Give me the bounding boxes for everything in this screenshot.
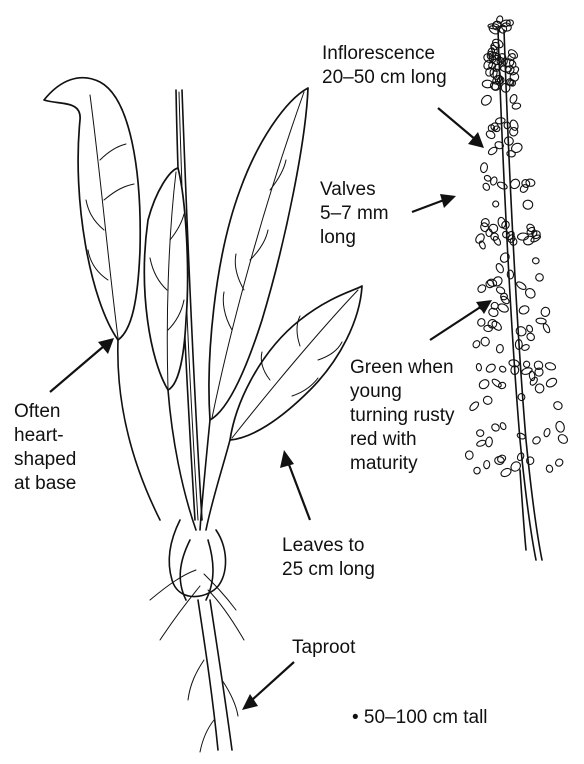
- valve-mark: [545, 362, 557, 371]
- valve-mark: [492, 235, 502, 246]
- valve-mark: [552, 400, 563, 411]
- valve-mark: [507, 48, 519, 60]
- valve-mark: [516, 432, 526, 440]
- valve-mark: [492, 201, 499, 208]
- valve-mark: [518, 304, 530, 315]
- valve-mark: [517, 393, 526, 402]
- valve-mark: [555, 420, 566, 433]
- valve-mark: [498, 365, 506, 373]
- valve-mark: [476, 363, 482, 371]
- valve-mark: [557, 433, 570, 445]
- valve-mark: [519, 183, 530, 194]
- valve-mark: [509, 127, 519, 137]
- valve-mark: [522, 360, 530, 368]
- valve-mark: [478, 378, 491, 391]
- valve-mark: [498, 382, 506, 390]
- valve-mark: [495, 456, 505, 464]
- valve-mark: [465, 451, 473, 460]
- valve-mark: [495, 286, 506, 296]
- valve-mark: [515, 325, 528, 337]
- valve-mark: [525, 324, 533, 333]
- valve-mark: [499, 422, 507, 431]
- valve-mark: [490, 422, 500, 432]
- valve-mark: [483, 460, 490, 469]
- valve-mark: [480, 93, 494, 107]
- valve-mark: [542, 323, 551, 334]
- valve-mark: [545, 377, 558, 389]
- valve-mark: [515, 280, 527, 291]
- valve-mark: [491, 19, 503, 31]
- valve-mark: [535, 273, 544, 282]
- valve-mark: [496, 454, 507, 464]
- valve-mark: [480, 336, 490, 346]
- heart-shaped-label: Often heart- shaped at base: [14, 400, 76, 496]
- valve-mark: [482, 182, 491, 191]
- inflorescence-label: Inflorescence 20–50 cm long: [322, 42, 447, 90]
- taproot-label: Taproot: [292, 636, 355, 660]
- valve-mark: [476, 429, 484, 436]
- valve-mark: [532, 257, 539, 264]
- valve-mark: [473, 466, 481, 474]
- valve-mark: [516, 452, 525, 462]
- taproot: [198, 600, 218, 750]
- valve-mark: [545, 464, 553, 473]
- valves-label: Valves 5–7 mm long: [320, 178, 389, 250]
- valve-mark: [486, 318, 498, 330]
- valve-mark: [535, 384, 544, 393]
- valve-mark: [480, 162, 488, 173]
- valve-mark: [507, 150, 516, 157]
- valve-mark: [525, 332, 535, 342]
- valve-mark: [523, 200, 533, 209]
- valve-mark: [543, 428, 551, 438]
- valve-mark: [554, 458, 564, 468]
- inflorescence-illustration: [465, 15, 569, 560]
- color-label: Green when young turning rusty red with …: [350, 356, 455, 476]
- valve-mark: [499, 251, 511, 264]
- valve-mark: [495, 262, 505, 274]
- valve-mark: [468, 400, 480, 412]
- valve-mark: [496, 344, 504, 353]
- valve-mark: [476, 439, 487, 447]
- leaf-left: [44, 78, 140, 340]
- valve-mark: [485, 363, 497, 374]
- valve-mark: [500, 467, 513, 478]
- height-label: • 50–100 cm tall: [352, 706, 488, 730]
- valve-mark: [540, 306, 551, 317]
- valve-mark: [472, 339, 482, 349]
- valve-mark: [496, 181, 508, 191]
- valve-mark: [531, 435, 541, 445]
- valve-mark: [485, 437, 493, 448]
- valve-mark: [483, 395, 493, 405]
- leaf-center-left: [144, 168, 187, 390]
- leaves-label: Leaves to 25 cm long: [282, 534, 375, 582]
- valve-mark: [491, 378, 503, 389]
